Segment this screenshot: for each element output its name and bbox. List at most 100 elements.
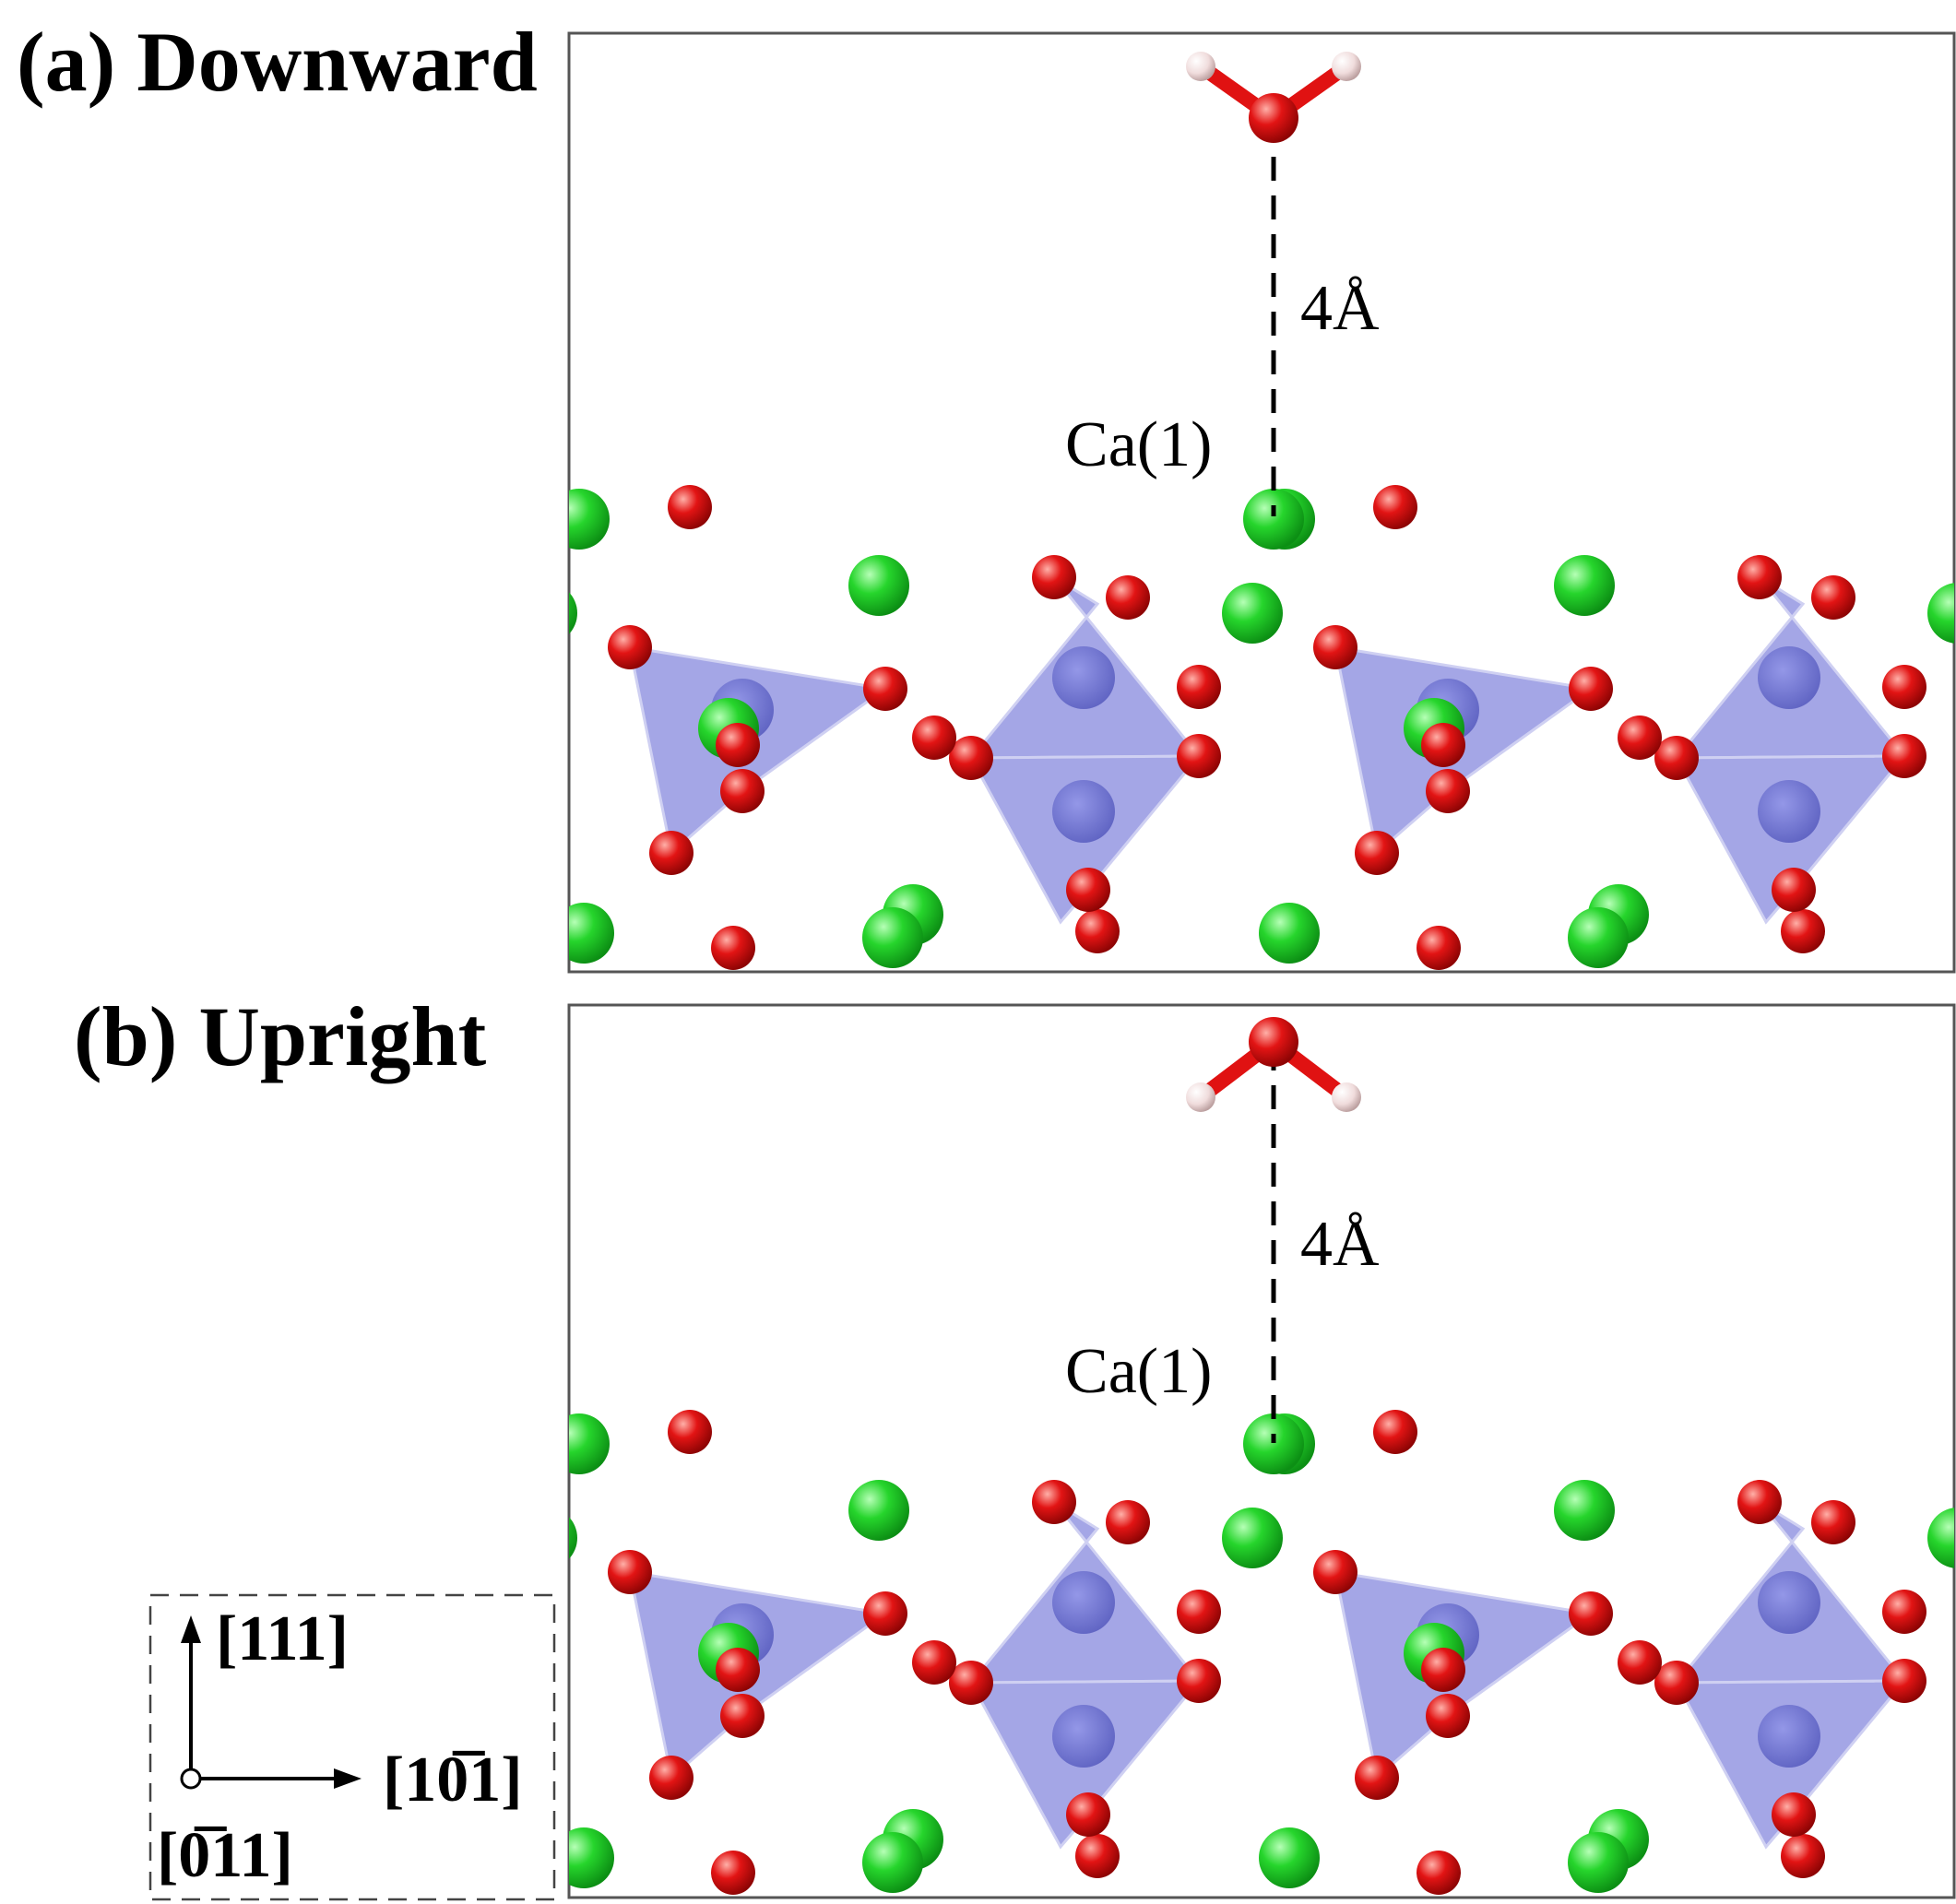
axes-legend: [111] [10̅1] [0̅11]	[148, 1593, 556, 1901]
oxygen-atom	[668, 485, 712, 529]
oxygen-atom	[1373, 1410, 1417, 1454]
oxygen-atom	[326, 555, 371, 599]
oxygen-atom	[1772, 868, 1816, 912]
oxygen-atom	[6, 926, 50, 970]
oxygen-atom	[1106, 1500, 1150, 1544]
calcium-atom	[862, 1832, 923, 1893]
phosphorus-atom	[6, 1603, 68, 1666]
hydrogen-atom	[1332, 52, 1361, 81]
out-of-plane-axis-icon	[180, 1768, 202, 1790]
calcium-atom	[569, 592, 577, 634]
hydrogen-atom	[1332, 1082, 1361, 1112]
phosphorus-atom	[1052, 780, 1115, 843]
oxygen-atom	[1177, 665, 1221, 709]
oxygen-atom	[1781, 909, 1825, 953]
oxygen-atom	[370, 1834, 414, 1878]
phosphate-upper-polyhedron	[266, 577, 493, 758]
oxygen-atom	[1177, 734, 1221, 778]
calcium-atom	[1222, 583, 1283, 644]
panel-a-distance-label: 4Å	[1300, 273, 1380, 344]
oxygen-atom	[1737, 555, 1782, 599]
oxygen-atom	[1417, 926, 1461, 970]
calcium-atom	[862, 907, 923, 968]
oxygen-atom	[207, 715, 251, 760]
oxygen-atom	[949, 736, 993, 780]
panel-b-distance-label: 4Å	[1300, 1209, 1380, 1280]
oxygen-atom	[1421, 723, 1465, 767]
oxygen-atom	[1032, 555, 1076, 599]
oxygen-atom	[1177, 1659, 1221, 1703]
oxygen-atom	[1177, 1590, 1221, 1634]
oxygen-atom	[1313, 1550, 1357, 1594]
oxygen-atom	[10, 723, 54, 767]
phosphorus-atom	[6, 679, 68, 741]
calcium-atom	[157, 907, 218, 968]
oxygen-atom	[400, 1500, 445, 1544]
oxygen-atom	[912, 715, 956, 760]
oxygen-atom	[1781, 1834, 1825, 1878]
calcium-atom	[1259, 1827, 1320, 1888]
oxygen-atom	[1075, 1834, 1120, 1878]
oxygen-atom	[370, 909, 414, 953]
oxygen-atom	[720, 769, 765, 813]
calcium-atom	[0, 698, 53, 759]
calcium-atom	[1568, 1832, 1629, 1893]
hydrogen-atom	[1186, 52, 1215, 81]
phosphorus-atom	[1758, 1705, 1820, 1768]
oxygen-atom	[1313, 625, 1357, 669]
out-of-plane-axis-label: [0̅11]	[157, 1820, 293, 1891]
oxygen-atom	[649, 831, 693, 875]
vertical-axis-label: [111]	[216, 1603, 349, 1674]
oxygen-atom	[1882, 665, 1926, 709]
oxygen-atom	[1417, 1851, 1461, 1895]
calcium-atom	[1927, 583, 1954, 644]
calcium-atom	[569, 903, 614, 964]
oxygen-atom	[1569, 1591, 1613, 1636]
oxygen-atom	[711, 1851, 755, 1895]
oxygen-atom	[158, 667, 202, 711]
phosphate-tetrahedron	[0, 1572, 180, 1778]
panel-b-title: (b) Upright	[74, 989, 487, 1083]
oxygen-atom	[1421, 1648, 1465, 1692]
oxygen-atom	[863, 667, 907, 711]
calcium-atom	[569, 1827, 614, 1888]
oxygen-atom	[1426, 1694, 1470, 1738]
oxygen-atom	[608, 1550, 652, 1594]
oxygen-atom	[716, 723, 760, 767]
oxygen-atom	[668, 1410, 712, 1454]
hydrogen-atom	[1186, 1082, 1215, 1112]
oxygen-atom	[608, 625, 652, 669]
oxygen-atom	[649, 1756, 693, 1800]
oxygen-atom	[1032, 1480, 1076, 1524]
calcium-atom	[0, 1623, 53, 1684]
oxygen-atom	[400, 575, 445, 620]
oxygen-atom	[1811, 575, 1855, 620]
phosphorus-atom	[347, 1571, 409, 1634]
oxygen-atom	[0, 1410, 6, 1454]
oxygen-atom	[1066, 1792, 1110, 1837]
oxygen-atom	[243, 736, 288, 780]
oxygen-atom	[326, 1480, 371, 1524]
phosphorus-atom	[1758, 646, 1820, 709]
calcium-atom	[848, 555, 909, 616]
horizontal-axis-label: [10̅1]	[383, 1744, 523, 1815]
oxygen-atom	[1654, 736, 1699, 780]
phosphate-lower-polyhedron	[266, 756, 493, 922]
panel-b-structure	[0, 1410, 1954, 1895]
oxygen-atom	[1426, 769, 1470, 813]
calcium-atom	[1927, 1508, 1954, 1568]
oxygen-atom	[1811, 1500, 1855, 1544]
oxygen-atom	[1737, 1480, 1782, 1524]
panel-a-structure	[0, 485, 1954, 970]
phosphorus-atom	[1052, 1705, 1115, 1768]
panel-b-site-label: Ca(1)	[1065, 1336, 1212, 1407]
oxygen-atom	[1772, 1792, 1816, 1837]
water-molecule	[1186, 1017, 1361, 1112]
water-oxygen-atom	[1249, 1017, 1298, 1067]
oxygen-atom	[471, 734, 516, 778]
calcium-atom	[1259, 903, 1320, 964]
oxygen-atom	[0, 485, 6, 529]
oxygen-atom	[863, 1591, 907, 1636]
oxygen-atom	[10, 1648, 54, 1692]
